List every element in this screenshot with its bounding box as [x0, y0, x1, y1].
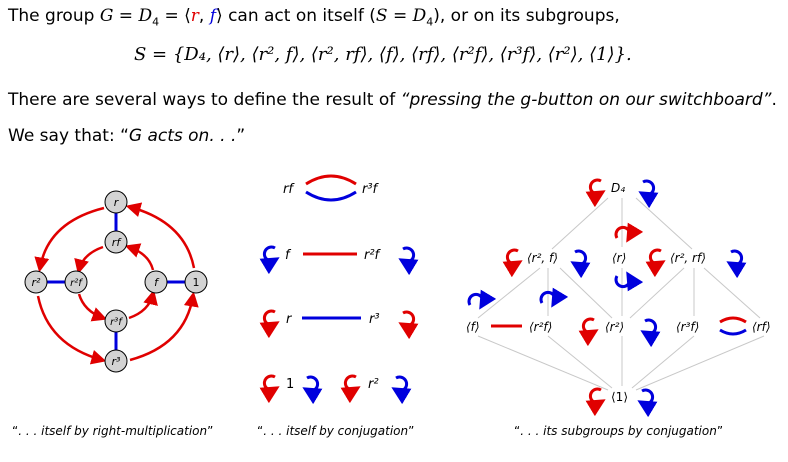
lattice-node-D4: D₄	[611, 181, 625, 195]
lattice-red-loop	[585, 387, 606, 417]
lattice-blue-loop	[726, 249, 747, 279]
svg-text:r³: r³	[112, 355, 122, 368]
lattice-red-loop	[578, 317, 599, 347]
conj-blue-loop	[391, 375, 412, 405]
cayley-node-r2f: r²f	[64, 270, 88, 294]
cayley-node-f: f	[144, 270, 168, 294]
cayley-red-arrow	[128, 289, 158, 320]
lattice-node-1: ⟨1⟩	[611, 390, 628, 404]
lattice-node-r2-rf: ⟨r², rf⟩	[670, 251, 706, 265]
lattice-red-edge	[719, 316, 747, 324]
cayley-red-arrow	[36, 295, 107, 365]
conj-label-1: 1	[286, 377, 294, 392]
lattice-node-r: ⟨r⟩	[612, 251, 626, 265]
intro-line-3: There are several ways to define the res…	[8, 90, 777, 110]
lattice-red-loop	[585, 178, 606, 208]
lattice-red-loop	[502, 248, 523, 278]
svg-text:r³f: r³f	[110, 317, 123, 328]
lattice-node-r3f: ⟨r³f⟩	[676, 320, 699, 334]
lattice-red-loop	[645, 248, 666, 278]
caption-right: “. . . its subgroups by conjugation”	[514, 424, 724, 438]
cayley-red-arrow	[125, 202, 196, 269]
cayley-diagram: r rf r² r²f f 1 r³f r³	[24, 190, 208, 373]
caption-left: “. . . itself by right-multiplication”	[12, 424, 214, 438]
intro-line-1: The group G = D4 = ⟨r, f⟩ can act on its…	[8, 6, 620, 29]
cayley-node-rf: rf	[104, 230, 128, 254]
conj-label-rf: rf	[283, 182, 295, 197]
conj-red-loop	[259, 374, 280, 404]
conj-red-loop	[340, 374, 361, 404]
svg-text:r: r	[114, 196, 120, 209]
lattice-blue-loop	[638, 179, 659, 209]
cayley-red-arrow	[74, 245, 104, 275]
svg-text:rf: rf	[112, 236, 123, 249]
conj-red-loop	[398, 310, 419, 340]
lattice-blue-loop	[640, 318, 661, 348]
subgroup-set: S = {D₄, ⟨r⟩, ⟨r², f⟩, ⟨r², rf⟩, ⟨f⟩, ⟨r…	[134, 44, 632, 65]
conj-label-f: f	[285, 248, 292, 263]
lattice-blue-loop	[539, 287, 569, 308]
cayley-node-r3: r³	[104, 349, 128, 373]
lattice-blue-loop	[467, 289, 497, 310]
conj-blue-loop	[302, 375, 323, 405]
subgroup-lattice: D₄ ⟨r², f⟩ ⟨r⟩ ⟨r², rf⟩ ⟨f⟩ ⟨r²f⟩ ⟨r²⟩ ⟨…	[466, 178, 771, 418]
cayley-node-r: r	[104, 190, 128, 214]
cayley-node-r3f: r³f	[104, 309, 128, 333]
conj-blue-loop	[398, 246, 419, 276]
cayley-red-arrow	[77, 293, 108, 322]
conj-label-r3: r³	[369, 312, 380, 327]
lattice-node-r2f: ⟨r²f⟩	[529, 320, 552, 334]
cayley-red-arrow	[34, 206, 105, 273]
conj-red-loop	[259, 309, 280, 339]
cayley-node-r2: r²	[24, 270, 48, 294]
svg-text:f: f	[154, 276, 160, 289]
lattice-blue-loop	[637, 388, 658, 418]
lattice-node-r2: ⟨r²⟩	[605, 320, 624, 334]
conj-label-r3f: r³f	[362, 182, 380, 197]
cayley-node-1: 1	[184, 270, 208, 294]
svg-text:r²: r²	[32, 276, 42, 289]
conj-red-edge	[305, 174, 357, 186]
cayley-red-arrow	[124, 243, 155, 271]
conj-label-r2: r²	[368, 377, 379, 392]
lattice-node-f: ⟨f⟩	[466, 320, 480, 334]
lattice-blue-loop	[570, 249, 591, 279]
conjugation-diagram: rf r³f f r²f r r³ 1 r²	[259, 174, 419, 405]
intro-line-4: We say that: “G acts on. . .”	[8, 126, 246, 146]
caption-middle: “. . . itself by conjugation”	[257, 424, 415, 438]
svg-text:r²f: r²f	[70, 278, 83, 289]
lattice-node-rf: ⟨rf⟩	[752, 320, 771, 334]
svg-text:1: 1	[193, 276, 200, 289]
cayley-red-arrow	[129, 291, 199, 362]
lattice-node-r2-f: ⟨r², f⟩	[527, 251, 558, 265]
lattice-blue-edge	[719, 328, 747, 336]
conj-label-r2f: r²f	[364, 248, 382, 263]
conj-label-r: r	[286, 312, 293, 327]
conj-blue-edge	[305, 190, 357, 202]
lattice-blue-loop	[614, 271, 644, 292]
lattice-red-loop	[614, 222, 644, 243]
conj-blue-loop	[259, 245, 280, 275]
